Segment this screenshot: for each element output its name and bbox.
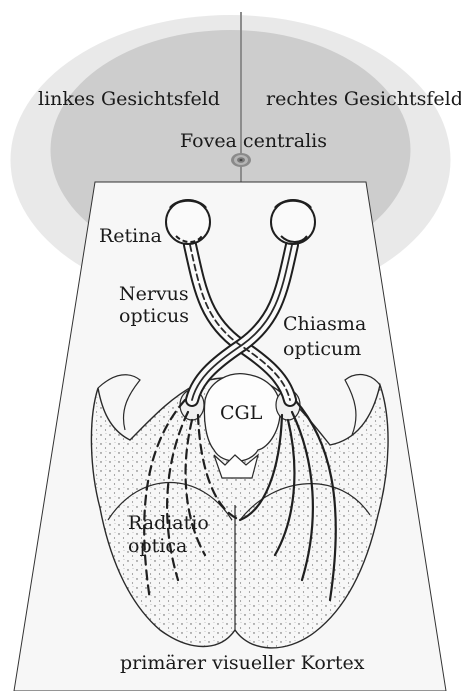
- label-chiasma-line-1: Chiasma: [283, 313, 366, 335]
- label-left-visual-field: linkes Gesichtsfeld: [38, 88, 220, 110]
- fovea-centralis-target: [231, 153, 251, 167]
- label-primary-visual-cortex: primärer visueller Kortex: [120, 652, 364, 674]
- label-cgl: CGL: [220, 402, 262, 424]
- label-radiatio-line-1: Radiatio: [128, 512, 209, 534]
- label-retina: Retina: [99, 225, 162, 247]
- left-eye: [166, 200, 210, 244]
- label-right-visual-field: rechtes Gesichtsfeld: [266, 88, 461, 110]
- label-nervus-line-1: Nervus: [119, 283, 189, 305]
- label-radiatio-line-2: optica: [128, 535, 187, 557]
- right-eye: [271, 200, 315, 244]
- label-fovea-centralis: Fovea centralis: [180, 130, 327, 152]
- label-nervus-line-2: opticus: [119, 305, 189, 327]
- label-chiasma-line-2: opticum: [283, 338, 361, 360]
